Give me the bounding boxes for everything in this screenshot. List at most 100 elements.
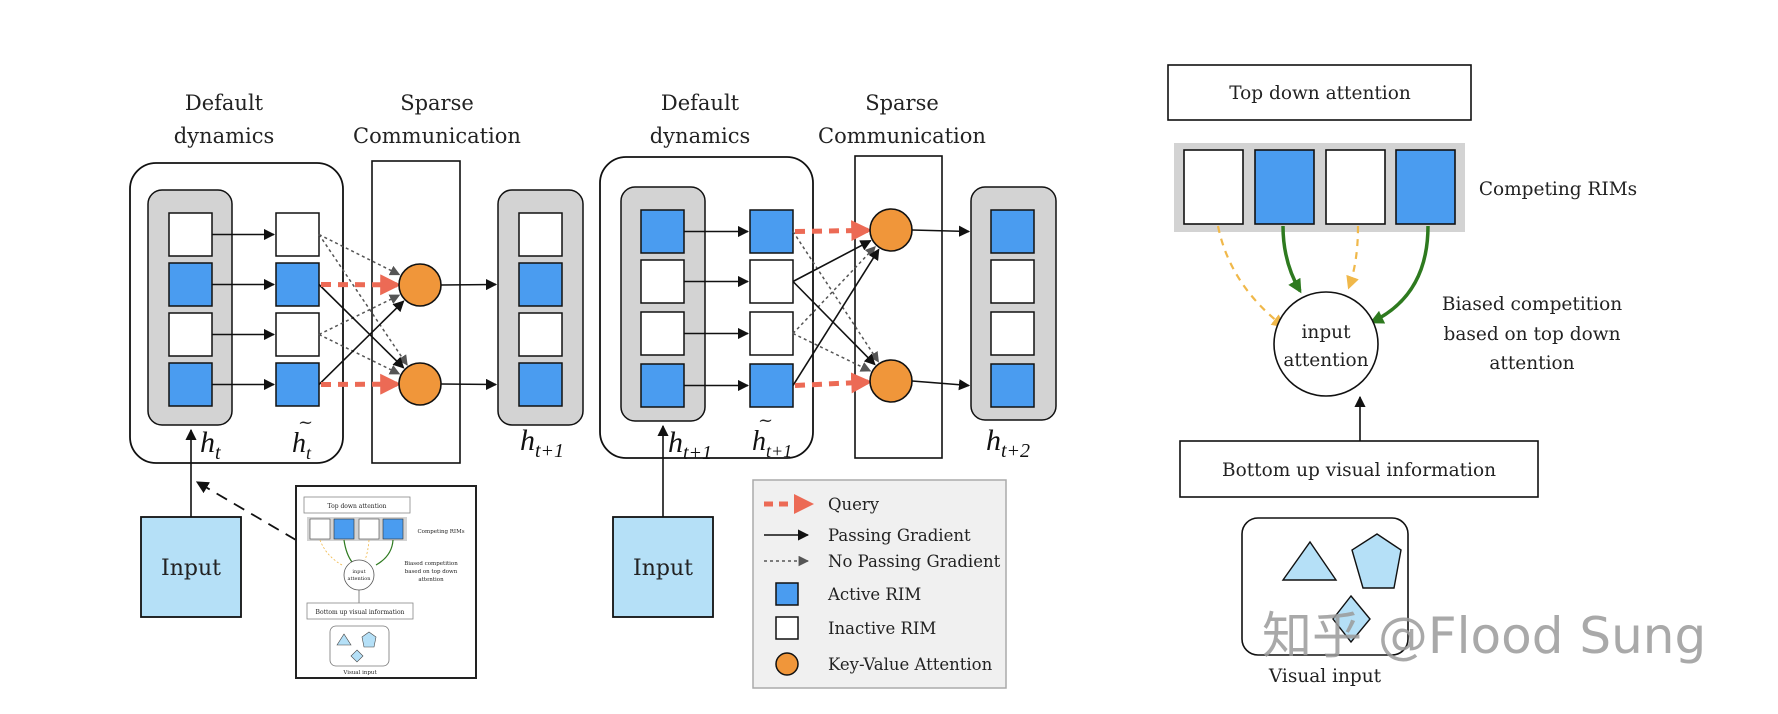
label-h-t1: ht+1 [668,426,712,464]
label-h-t: ht [200,426,221,464]
inactive-rim [275,212,320,257]
state-h-t1 [640,209,685,408]
passing-gradient-arrow [318,300,405,386]
state-h-tilde-t [275,212,320,407]
default-dynamics-box [599,156,814,459]
inactive-rim [640,259,685,304]
passing-gradient-arrow [792,280,876,366]
step-1: Default dynamics Sparse Communication ht… [129,91,584,618]
legend-label: Key-Value Attention [828,655,993,674]
passing-gradient-arrow [792,248,880,386]
kv-attention-node [398,263,442,307]
inset-rim [358,518,380,540]
triangle-shape [1281,540,1338,581]
input-box [140,516,242,618]
tilde-mark: ~ [758,410,773,431]
inactive-rim [518,212,563,257]
comm-title-line1: Sparse [865,91,939,115]
top-down-attention-label: Top down attention [1229,83,1411,104]
label-h-tilde-t1: ht+1 [752,426,792,461]
inactive-rim [168,312,213,357]
competing-rims [1183,149,1456,225]
inactive-rim [275,312,320,357]
diamond-shape [1332,594,1371,644]
inset-rim [333,518,355,540]
active-rim-icon [775,582,799,606]
no-gradient-arrow [318,333,401,375]
kv-attention-node [869,208,913,252]
passing-gradient-arrow [318,283,405,369]
inset-green-arrow [343,539,353,563]
state-h-t [168,212,213,407]
inactive-rim [990,311,1035,356]
right-panel: Top down attention Competing RIMs input … [1167,64,1637,687]
kv-attention-icon [775,652,799,676]
passing-gradient-arrow [440,378,498,391]
inset-pentagon [361,631,377,648]
label-h-t1: ht+1 [520,424,564,462]
inset-rim [309,518,331,540]
query-arrow [794,220,873,242]
input-attention-line2: attention [1283,350,1368,371]
inset-circle-line: attention [347,576,371,582]
inset-biased-line: attention [418,577,444,583]
passing-gradient-arrow [440,278,498,291]
inset-top-down-label: Top down attention [328,503,387,510]
competing-rims-label: Competing RIMs [1479,179,1637,200]
step-2-edges [684,208,971,403]
inset-circle-line: input [352,569,365,575]
inset-green-arrow [375,539,394,566]
legend: Query Passing Gradient No Passing Gradie… [752,479,1007,689]
active-rim [168,262,213,307]
kv-attention-node [869,359,913,403]
active-rim [518,262,563,307]
inactive-rim [640,311,685,356]
step-1-edges [212,228,498,406]
active-rim [275,362,320,407]
biased-competition-line2: based on top down [1444,324,1621,345]
step-2: Default dynamics Sparse Communication ht… [599,91,1057,618]
inset-yellow-arrow [364,539,370,561]
legend-label: Query [828,495,880,514]
input-attention-line1: input [1301,322,1351,343]
inset-thumbnail: Top down attention Competing RIMs input … [295,485,477,679]
inset-triangle [336,633,352,646]
bottom-up-label: Bottom up visual information [1222,460,1496,481]
inactive-rim [1183,149,1244,225]
green-arrow [1369,225,1430,324]
biased-competition-line3: attention [1489,353,1574,374]
active-rim [518,362,563,407]
state-h-t1 [518,212,563,407]
biased-competition-line1: Biased competition [1442,294,1622,315]
inset-competing-label: Competing RIMs [417,529,464,535]
active-rim [168,362,213,407]
dynamics-title-line1: Default [185,91,264,115]
yellow-dashed-arrow [1216,225,1286,328]
active-rim [749,363,794,408]
green-arrow [1281,225,1302,294]
active-rim [640,363,685,408]
no-gradient-arrow [318,234,408,366]
no-gradient-arrow [318,294,401,336]
dynamics-title-line2: dynamics [174,124,275,148]
inset-rim [382,518,404,540]
label-h-t2: ht+2 [986,424,1030,462]
top-down-attention-box [1167,64,1472,121]
dynamics-title-line1: Default [661,91,740,115]
inset-biased-line: Biased competition [404,561,458,567]
no-gradient-arrow [792,231,880,363]
default-dynamics-box [129,162,344,464]
no-gradient-arrow [792,245,876,335]
legend-label: Passing Gradient [828,526,971,545]
passing-gradient-arrow [911,379,971,391]
visual-input-label: Visual input [1268,666,1382,687]
inactive-rim [518,312,563,357]
active-rim [1395,149,1456,225]
state-h-tilde-t1 [749,209,794,408]
inactive-rim-icon [775,616,799,640]
input-attention-circle [1273,291,1379,397]
passing-gradient-arrow [911,225,971,237]
inactive-rim [749,311,794,356]
inset-visual-box [329,625,390,667]
active-rim [640,209,685,254]
